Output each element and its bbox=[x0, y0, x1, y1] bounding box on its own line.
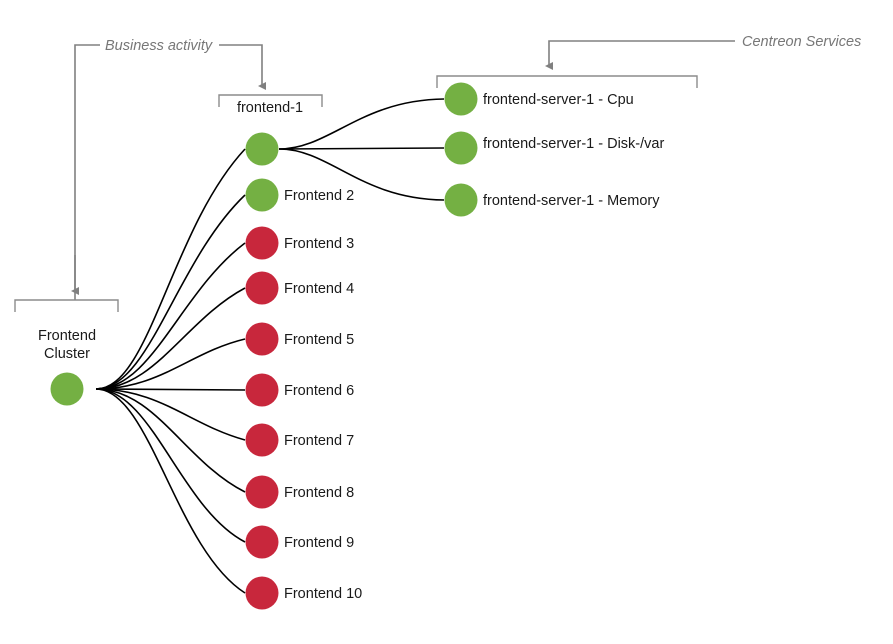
node-circle-service-memory[interactable] bbox=[444, 183, 478, 217]
node-service-disk-var[interactable]: frontend-server-1 - Disk-/var bbox=[444, 131, 665, 165]
node-label-frontend-9: Frontend 9 bbox=[284, 535, 354, 551]
node-label-service-cpu: frontend-server-1 - Cpu bbox=[483, 92, 634, 108]
node-circle-frontend-cluster[interactable] bbox=[50, 372, 84, 406]
node-label-frontend-5: Frontend 5 bbox=[284, 332, 354, 348]
business-activity-leader-line bbox=[74, 44, 100, 300]
annotation-centreon-services: Centreon Services bbox=[545, 34, 861, 70]
node-label-frontend-10: Frontend 10 bbox=[284, 586, 362, 602]
node-circle-frontend-8[interactable] bbox=[245, 475, 279, 509]
bracket-frontend-1: frontend-1 bbox=[218, 94, 323, 116]
node-frontend-8[interactable]: Frontend 8 bbox=[245, 475, 355, 509]
group-label-frontend-cluster-line1: Frontend bbox=[38, 328, 96, 344]
node-frontend-2[interactable]: Frontend 2 bbox=[245, 178, 355, 212]
bracket-centreon-services bbox=[436, 75, 698, 88]
frontend-nodes-group: Frontend 2 Frontend 3 Frontend 4 Fronten… bbox=[245, 132, 363, 610]
group-label-frontend-cluster-line2: Cluster bbox=[44, 346, 90, 362]
edges-cluster-to-frontends bbox=[95, 148, 246, 594]
node-frontend-cluster[interactable] bbox=[50, 372, 84, 406]
node-label-frontend-2: Frontend 2 bbox=[284, 188, 354, 204]
node-circle-frontend-2[interactable] bbox=[245, 178, 279, 212]
node-frontend-1[interactable] bbox=[245, 132, 279, 166]
node-label-frontend-3: Frontend 3 bbox=[284, 236, 354, 252]
bracket-frontend-cluster: Frontend Cluster bbox=[14, 299, 119, 362]
node-frontend-4[interactable]: Frontend 4 bbox=[245, 271, 355, 305]
node-label-service-disk-var: frontend-server-1 - Disk-/var bbox=[483, 136, 664, 152]
node-circle-frontend-4[interactable] bbox=[245, 271, 279, 305]
node-frontend-9[interactable]: Frontend 9 bbox=[245, 525, 355, 559]
annotation-label-centreon-services: Centreon Services bbox=[742, 34, 861, 50]
business-activity-arrow bbox=[219, 44, 266, 90]
node-frontend-10[interactable]: Frontend 10 bbox=[245, 576, 363, 610]
node-circle-service-cpu[interactable] bbox=[444, 82, 478, 116]
node-label-frontend-8: Frontend 8 bbox=[284, 485, 354, 501]
node-circle-frontend-3[interactable] bbox=[245, 226, 279, 260]
node-label-frontend-4: Frontend 4 bbox=[284, 281, 354, 297]
group-label-frontend-1: frontend-1 bbox=[237, 100, 303, 116]
node-circle-frontend-9[interactable] bbox=[245, 525, 279, 559]
node-frontend-3[interactable]: Frontend 3 bbox=[245, 226, 355, 260]
node-frontend-5[interactable]: Frontend 5 bbox=[245, 322, 355, 356]
node-circle-service-disk-var[interactable] bbox=[444, 131, 478, 165]
annotation-label-business-activity: Business activity bbox=[105, 38, 213, 54]
service-nodes-group: frontend-server-1 - Cpu frontend-server-… bbox=[444, 82, 665, 217]
node-label-service-memory: frontend-server-1 - Memory bbox=[483, 193, 660, 209]
annotation-business-activity: Business activity bbox=[74, 38, 266, 300]
node-circle-frontend-6[interactable] bbox=[245, 373, 279, 407]
node-frontend-6[interactable]: Frontend 6 bbox=[245, 373, 355, 407]
node-circle-frontend-1[interactable] bbox=[245, 132, 279, 166]
node-frontend-7[interactable]: Frontend 7 bbox=[245, 423, 355, 457]
node-service-cpu[interactable]: frontend-server-1 - Cpu bbox=[444, 82, 634, 116]
node-service-memory[interactable]: frontend-server-1 - Memory bbox=[444, 183, 661, 217]
node-circle-frontend-10[interactable] bbox=[245, 576, 279, 610]
node-label-frontend-6: Frontend 6 bbox=[284, 383, 354, 399]
edges-frontend1-to-services bbox=[278, 98, 445, 201]
node-label-frontend-7: Frontend 7 bbox=[284, 433, 354, 449]
node-circle-frontend-7[interactable] bbox=[245, 423, 279, 457]
node-circle-frontend-5[interactable] bbox=[245, 322, 279, 356]
centreon-services-arrow bbox=[545, 40, 735, 70]
